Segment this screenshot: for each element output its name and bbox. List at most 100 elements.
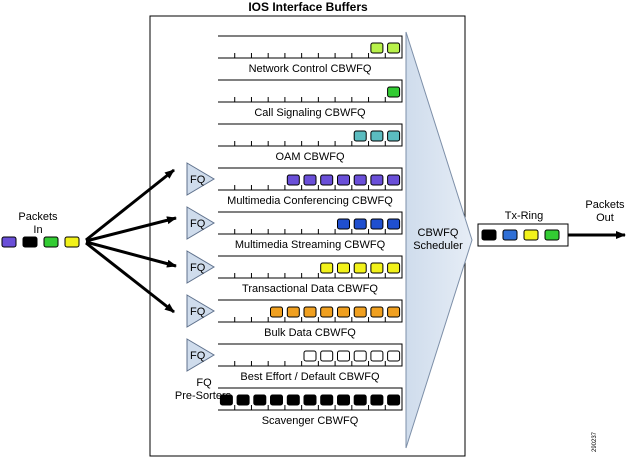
queue-packet (353, 262, 367, 274)
queue-label: Multimedia Conferencing CBWFQ (227, 195, 393, 207)
queue-packet (387, 174, 401, 186)
queue-buffer (218, 299, 403, 323)
queue-buffer (218, 167, 403, 191)
scheduler-label-line2: Scheduler (413, 240, 463, 252)
queue-buffer (218, 79, 403, 103)
queue-packet (270, 394, 283, 406)
fq-presorter (186, 250, 215, 284)
queue-buffer (218, 343, 403, 367)
fq-label: FQ (190, 350, 206, 362)
queue-packet (303, 174, 317, 186)
packets-in-label-line1: Packets (18, 211, 58, 223)
queue-packet (236, 394, 250, 406)
queue-packet (387, 42, 401, 54)
queue-5: Multimedia Streaming CBWFQ FQ (186, 206, 403, 251)
queue-packet (303, 306, 317, 318)
queue-2: Call Signaling CBWFQ (218, 79, 403, 119)
scheduler-label-line1: CBWFQ (418, 227, 459, 239)
queue-packet (337, 306, 350, 318)
fq-label: FQ (190, 218, 206, 230)
diagram-title: IOS Interface Buffers (248, 0, 368, 14)
queue-6: Transactional Data CBWFQ FQ (186, 250, 403, 295)
queue-packet (387, 218, 401, 230)
queue-4: Multimedia Conferencing CBWFQ FQ (186, 162, 403, 207)
queue-packet (337, 262, 350, 274)
queues-group: Network Control CBWFQ Call Signaling CBWF… (186, 35, 403, 427)
queue-buffer (218, 35, 403, 59)
queue-9: Scavenger CBWFQ (218, 387, 403, 427)
queue-label: Network Control CBWFQ (249, 63, 372, 75)
fq-label: FQ (190, 306, 206, 318)
queue-packet (337, 218, 350, 230)
queue-packet (370, 394, 384, 406)
queue-label: Scavenger CBWFQ (262, 415, 359, 427)
arrow-to-fq-2 (85, 216, 177, 243)
queue-packet (320, 174, 334, 186)
packets-in-label-line2: In (33, 224, 42, 236)
queue-packet (303, 350, 317, 362)
queue-packet (286, 394, 300, 406)
queue-packet (353, 218, 367, 230)
queue-packet (286, 174, 300, 186)
incoming-packets (1, 236, 80, 248)
queue-packet (370, 306, 384, 318)
queue-packet (286, 306, 300, 318)
queue-packet (387, 130, 401, 142)
tx-ring-packet (523, 229, 539, 241)
queue-label: OAM CBWFQ (275, 151, 344, 163)
fq-presorter (186, 206, 215, 240)
queue-packet (337, 350, 350, 362)
tx-ring-packet (502, 229, 518, 241)
tx-ring-packets (481, 229, 560, 241)
queue-packet (387, 86, 401, 98)
fq-label: FQ (190, 262, 206, 274)
fq-presorters-line1: FQ (196, 377, 212, 389)
queue-label: Transactional Data CBWFQ (242, 283, 378, 295)
queue-packet (353, 306, 367, 318)
queue-packet (387, 262, 401, 274)
queue-packet (337, 394, 350, 406)
fq-presorters-line2: Pre-Sorters (175, 390, 232, 402)
queue-packet (219, 394, 233, 406)
queue-packet (270, 306, 283, 318)
queue-label: Call Signaling CBWFQ (254, 107, 366, 119)
fq-presorter (186, 162, 215, 196)
queue-packet (303, 394, 317, 406)
arrow-to-fq-4 (85, 241, 175, 314)
queue-packet (320, 394, 334, 406)
queue-packet (387, 306, 401, 318)
queue-packet (353, 130, 367, 142)
incoming-packet (43, 236, 59, 248)
queue-packet (353, 350, 367, 362)
queue-1: Network Control CBWFQ (218, 35, 403, 75)
queue-buffer (218, 123, 403, 147)
packets-out-label-line1: Packets (585, 199, 625, 211)
arrow-to-fq-1 (85, 168, 175, 242)
queue-packet (320, 306, 334, 318)
figure-id: 290237 (592, 431, 598, 452)
queue-packet (370, 42, 384, 54)
incoming-packet (1, 236, 17, 248)
fq-presorter (186, 294, 215, 328)
scheduler-funnel (405, 31, 473, 449)
queue-packet (370, 218, 384, 230)
tx-ring-packet (481, 229, 497, 241)
queue-packet (320, 262, 334, 274)
queue-packet (337, 174, 350, 186)
incoming-packet (64, 236, 80, 248)
queue-buffer (218, 387, 403, 411)
queue-buffer (218, 211, 403, 235)
queue-7: Bulk Data CBWFQ FQ (186, 294, 403, 339)
queue-packet (353, 174, 367, 186)
arrow-to-fq-3 (85, 240, 177, 268)
queue-label: Multimedia Streaming CBWFQ (235, 239, 386, 251)
fq-label: FQ (190, 174, 206, 186)
queue-packet (387, 350, 401, 362)
incoming-packet (22, 236, 38, 248)
queue-packet (370, 350, 384, 362)
queue-buffer (218, 255, 403, 279)
fq-presorter (186, 338, 215, 372)
queue-label: Bulk Data CBWFQ (264, 327, 356, 339)
